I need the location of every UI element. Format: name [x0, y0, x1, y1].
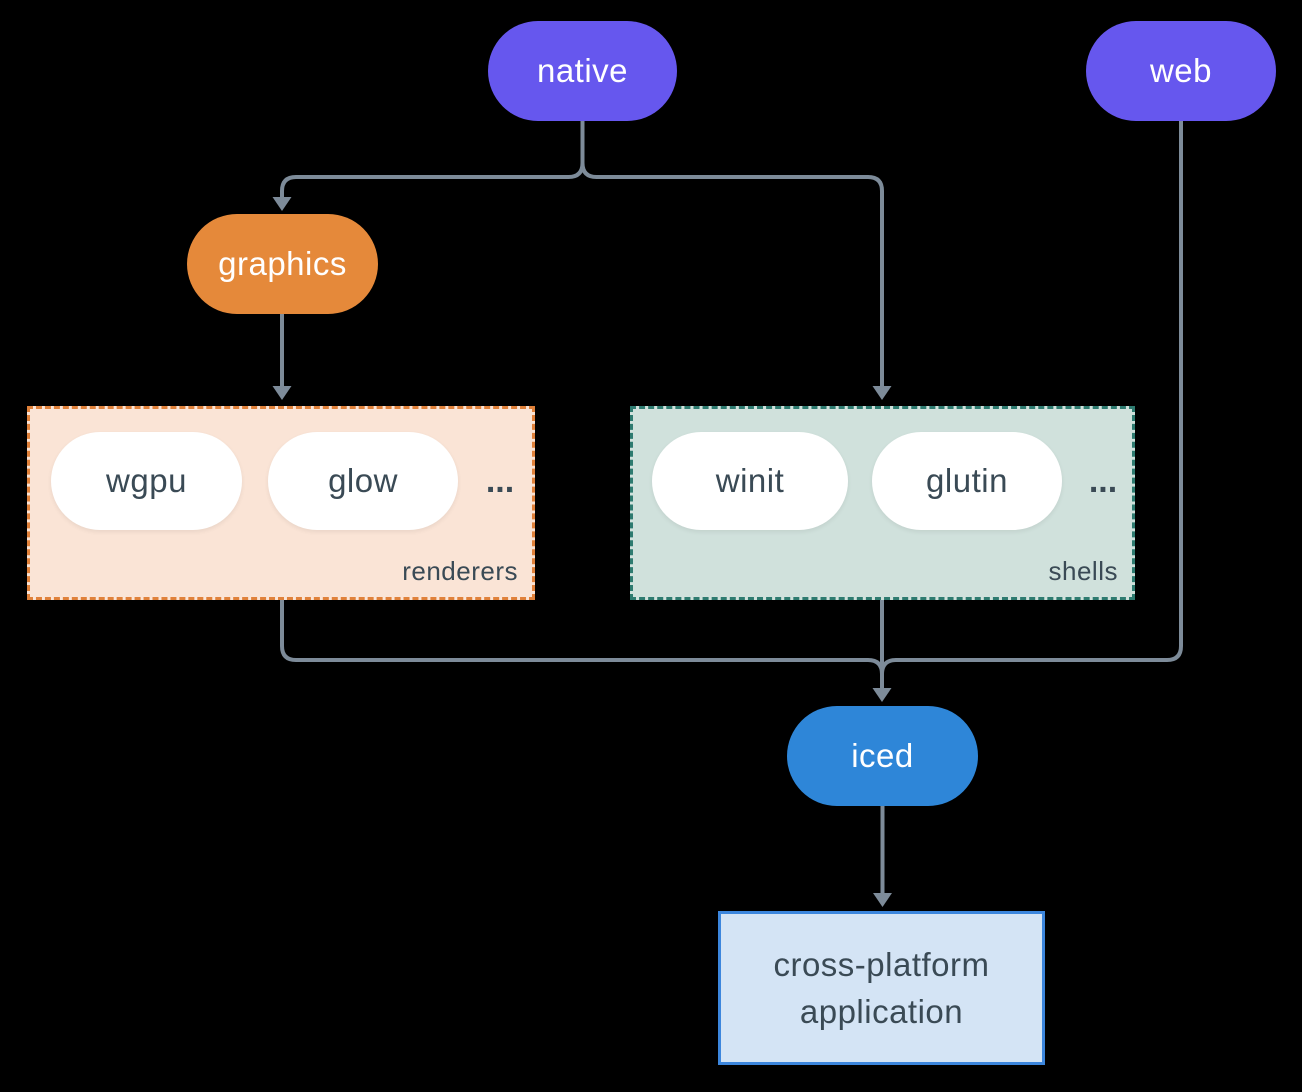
renderers-ellipsis: ... [485, 461, 515, 500]
group-renderers-label: renderers [402, 556, 518, 586]
node-graphics: graphics [187, 214, 378, 314]
node-web: web [1086, 21, 1276, 121]
arrowhead-graphics [272, 197, 292, 211]
node-application-label: cross-platform application [773, 946, 990, 1030]
node-web-label: web [1149, 52, 1213, 89]
node-winit: winit [652, 432, 848, 530]
node-native-label: native [536, 52, 629, 89]
group-shells: winit glutin ... shells [630, 406, 1135, 600]
arrowhead-iced [872, 688, 892, 702]
node-application: cross-platform application [718, 911, 1045, 1065]
node-native: native [488, 21, 677, 121]
edge-native-shells [580, 121, 884, 387]
arrowhead-renderers [272, 386, 292, 400]
node-iced: iced [787, 706, 978, 806]
node-wgpu: wgpu [51, 432, 242, 530]
node-wgpu-label: wgpu [106, 462, 187, 499]
arrowhead-application [873, 893, 892, 907]
node-winit-label: winit [715, 462, 785, 499]
node-glutin: glutin [872, 432, 1062, 530]
node-graphics-label: graphics [218, 245, 347, 282]
shells-ellipsis: ... [1088, 461, 1118, 500]
node-iced-label: iced [851, 737, 914, 774]
node-glutin-label: glutin [926, 462, 1008, 499]
group-shells-label: shells [1048, 556, 1118, 586]
arrowhead-shells [872, 386, 892, 400]
edge-renderers-iced [280, 600, 884, 675]
group-renderers: wgpu glow ... renderers [27, 406, 535, 600]
edge-native-graphics [280, 121, 585, 198]
node-glow-label: glow [328, 462, 398, 499]
node-glow: glow [268, 432, 458, 530]
